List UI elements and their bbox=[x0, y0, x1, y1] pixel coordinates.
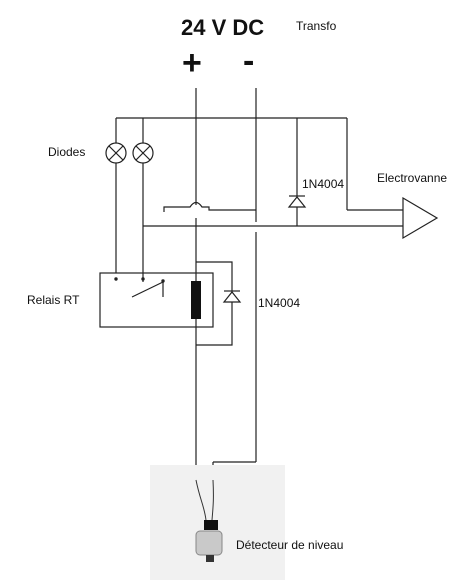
relay-coil bbox=[191, 281, 201, 319]
relay-label: Relais RT bbox=[27, 293, 80, 307]
minus-symbol: - bbox=[243, 42, 255, 80]
supply-voltage-label: 24 V DC bbox=[181, 15, 265, 40]
valve-label: Electrovanne bbox=[377, 171, 448, 185]
plus-symbol: + bbox=[182, 44, 202, 82]
relay-terminal-c bbox=[161, 279, 165, 283]
diode-top-label: 1N4004 bbox=[302, 177, 345, 191]
valve-symbol bbox=[402, 196, 439, 240]
relay-terminal-a bbox=[114, 277, 118, 281]
sensor-label: Détecteur de niveau bbox=[236, 538, 344, 552]
diode-lamp-right bbox=[132, 142, 154, 164]
diode-relay-label: 1N4004 bbox=[258, 296, 301, 310]
relay-diode-loop bbox=[196, 261, 233, 346]
diode-lamp-left bbox=[105, 142, 127, 164]
level-sensor bbox=[150, 465, 285, 580]
relay-box bbox=[99, 272, 214, 328]
relay-terminal-b bbox=[141, 277, 145, 281]
diode-top-symbol bbox=[287, 195, 307, 208]
transfo-label: Transfo bbox=[296, 19, 337, 33]
wire-crossing-bridge bbox=[163, 201, 256, 212]
relay-contact bbox=[131, 281, 164, 298]
relay-diode-symbol bbox=[222, 290, 242, 303]
diodes-label: Diodes bbox=[48, 145, 86, 159]
